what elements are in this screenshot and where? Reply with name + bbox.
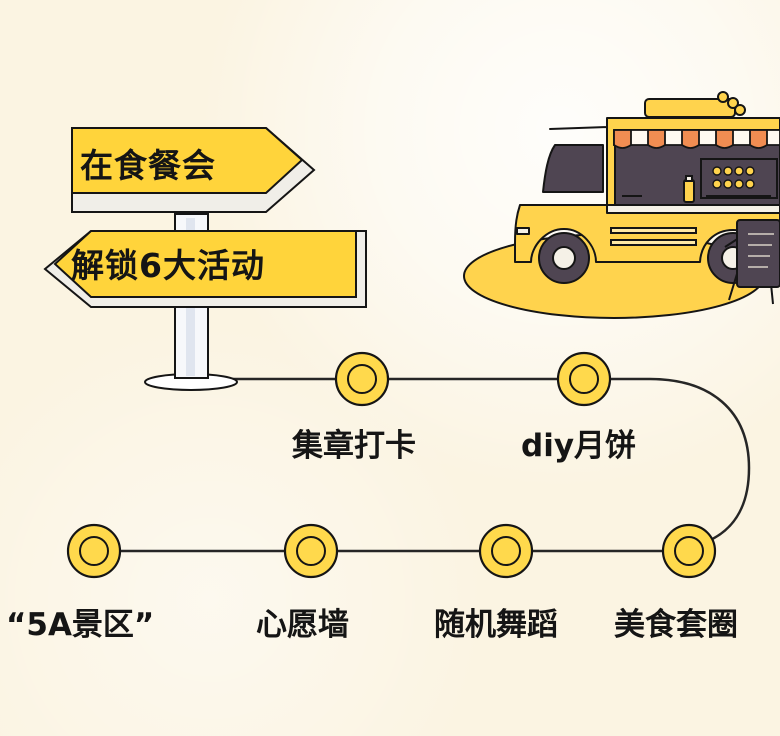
route-path [94,377,751,553]
activity-stop-label-4: 随机舞蹈 [434,607,558,643]
route-node-icon-5 [283,523,339,579]
signpost-icon [43,127,367,391]
activity-stop-label-6: “5A景区” [6,607,155,643]
activity-stop-label-5: 心愿墙 [256,607,349,643]
activity-stop-label-1: 集章打卡 [292,428,416,464]
route-node-icon-2 [556,351,612,407]
food-truck-icon [463,91,780,319]
route-nodes [66,351,717,579]
sign-bottom-label: 解锁6大活动 [71,246,265,285]
route-node-icon-1 [334,351,390,407]
menu-board-icon [724,219,780,305]
route-node-icon-4 [478,523,534,579]
route-node-icon-6 [66,523,122,579]
route-node-icon-3 [661,523,717,579]
activity-stop-label-3: 美食套圈 [614,607,738,643]
activity-stop-label-2: diy月饼 [521,428,637,464]
sign-top-label: 在食餐会 [80,146,216,185]
